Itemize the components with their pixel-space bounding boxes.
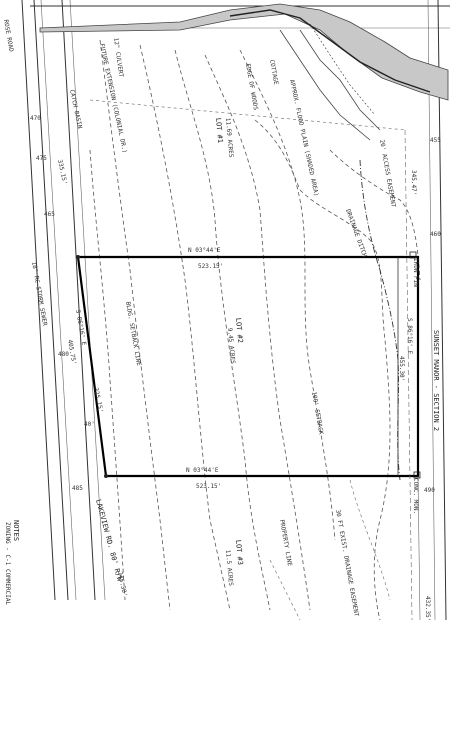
drainage-easement-label: 30 FT EXIST. DRAINAGE EASEMENT [334,509,360,617]
south-bearing-label: N 03°44'E [186,467,219,474]
elevation-485: 485 [72,485,83,492]
lot1-area-label: 11.69 ACRES [224,118,234,159]
elevation-490: 490 [424,487,435,494]
lot-2-boundary [76,255,420,478]
elevation-455: 455 [430,137,441,144]
cottage-label: COTTAGE [268,59,279,85]
distance-bottom-right-label: 432.35' [424,596,431,621]
road-label: LAKEVIEW RD. 80' R/W [94,498,124,582]
drainage-ditch-label: DRAINAGE DITCH [344,208,368,258]
elevation-480: 480 [58,351,69,358]
north-distance-label: 523.15' [198,263,223,270]
elevation-465: 465 [44,211,55,218]
edge-woods-label: EDGE OF WOODS [244,63,259,111]
future-extension-label: FUTURE EXTENSION (COLONIAL DR.) [98,43,128,154]
catch-basin-label: CATCH BASIN [68,89,83,130]
distance-bottom-left-label: 245.30' [116,571,128,597]
flood-plain-label: APPROX. FLOOD PLAIN (SHADED AREA) [288,79,320,197]
highway-label: ROSE ROAD [2,19,15,53]
elevation-460: 460 [430,231,441,238]
zoning-label: ZONING - C-1 COMMERCIAL [4,522,11,605]
contour-lines [89,39,421,621]
lot3-name-label: LOT #3 [234,539,244,565]
iron-pin-label: IRON PIN [412,258,419,287]
lot3-area-label: 11.5 ACRES [224,550,234,587]
south-distance-label: 523.15' [196,483,221,490]
east-distance-label: 455.30' [398,356,405,381]
bottom-linework [269,479,391,621]
flood-plain-area [39,3,449,141]
culvert-label: 12" CULVERT [112,37,125,78]
property-line-label: PROPERTY LINE [278,519,293,567]
notes-label: NOTES [12,520,20,541]
road-edges [21,0,106,601]
elevation-475: 475 [36,155,47,162]
east-bearing-label: S 86°16' E [406,318,413,355]
distance-left-a-label: 335.15' [56,159,68,185]
setback-100-label: 100' SETBACK [310,391,324,435]
north-bearing-label: N 03°44'E [188,247,221,254]
distance-top-right-label: 345.47' [410,170,417,195]
conc-mon-label: CONC. MON. [412,478,419,514]
west-distance-label: 405.75' [66,339,77,365]
setback-40-label: 40' [84,421,95,428]
elevation-470: 470 [30,115,41,122]
access-easement-label: 20' ACCESS EASEMENT [378,139,397,208]
lot1-name-label: LOT #1 [214,117,224,143]
subdivision-label: SUNSET MANOR - SECTION 2 [432,330,440,431]
lot2-area-label: 9.45 ACRES [226,328,236,365]
drainage-ditch [359,159,401,481]
survey-monuments [76,251,421,479]
setback-line-label: BLDG. SETBACK LINE [124,301,142,367]
lot2-name-label: LOT #2 [234,317,244,343]
